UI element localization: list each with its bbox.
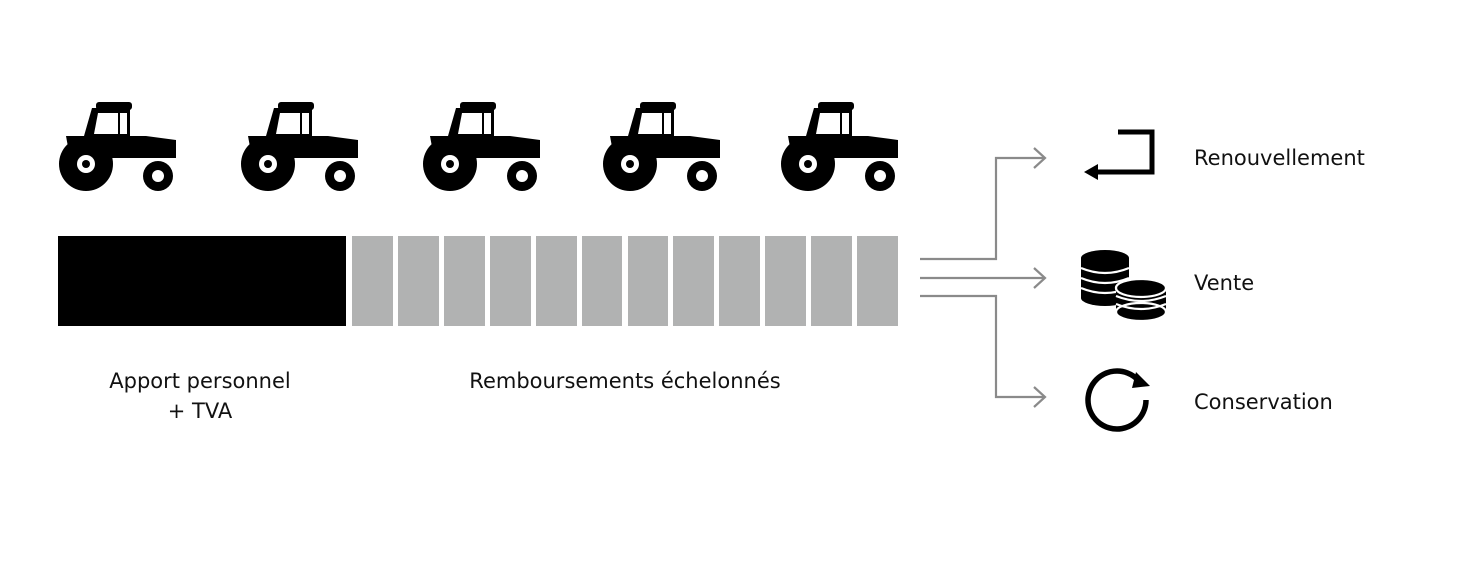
outcome-label: Conservation [1194, 390, 1333, 414]
arrow-head-vente [1033, 267, 1047, 289]
arrow-to-renouvellement [920, 156, 1044, 261]
return-arrow-icon [1084, 129, 1155, 180]
refresh-icon [1085, 368, 1150, 432]
apport-line-2: + TVA [167, 399, 233, 423]
installment-segment [719, 236, 761, 326]
installment-segment [857, 236, 898, 326]
installment-segment [765, 236, 807, 326]
outcome-label: Vente [1194, 271, 1255, 295]
installment-segment [627, 236, 669, 326]
installment-segment [352, 236, 393, 326]
arrow-to-conservation [920, 294, 1044, 399]
tractor-icon [600, 100, 722, 192]
outcome-label: Renouvellement [1194, 146, 1365, 170]
arrow-head-conservation [1033, 386, 1047, 408]
deposit-bar [58, 236, 346, 326]
tractor-icon [778, 100, 900, 192]
installment-segment [811, 236, 853, 326]
installment-segment [581, 236, 623, 326]
arrow-head-renouvellement [1033, 147, 1047, 169]
apport-line-1: Apport personnel [109, 369, 291, 393]
installment-segment [673, 236, 715, 326]
installment-segment [535, 236, 577, 326]
remboursements-caption: Remboursements échelonnés [469, 369, 781, 393]
installment-segment [397, 236, 439, 326]
installment-segment [443, 236, 485, 326]
tractor-icon [238, 100, 360, 192]
apport-caption: Apport personnel + TVA [60, 366, 340, 426]
coins-icon [1080, 250, 1168, 323]
installment-segment [489, 236, 531, 326]
tractor-icon [56, 100, 178, 192]
tractor-icon [420, 100, 542, 192]
